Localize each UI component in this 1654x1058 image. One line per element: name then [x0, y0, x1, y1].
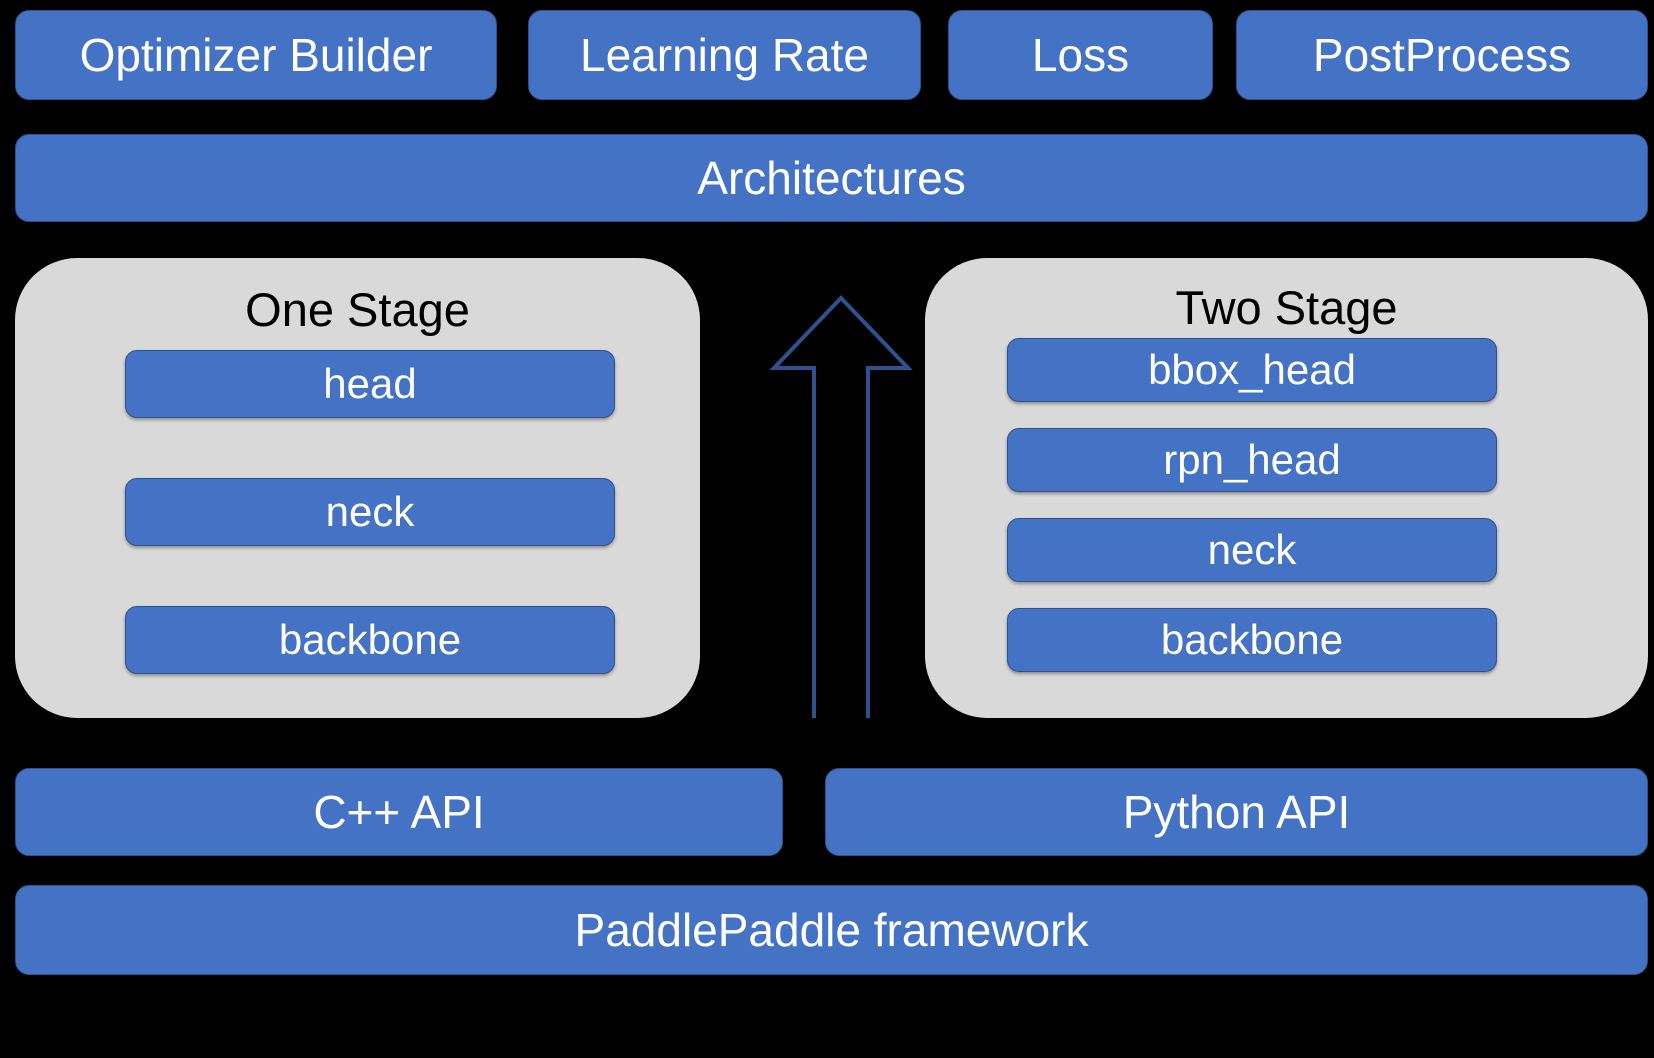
- block-architectures[interactable]: Architectures: [15, 134, 1648, 222]
- module-label: bbox_head: [1148, 346, 1356, 393]
- block-cpp-api[interactable]: C++ API: [15, 768, 783, 856]
- module-label: backbone: [278, 616, 462, 663]
- module-neck[interactable]: neck: [1007, 518, 1497, 582]
- block-loss[interactable]: Loss: [948, 10, 1213, 100]
- panel-one-stage: One Stage head neck backbone: [15, 258, 700, 718]
- panel-title-one-stage: One Stage: [245, 283, 470, 336]
- module-label: backbone: [1160, 616, 1344, 663]
- block-label: Learning Rate: [580, 29, 869, 81]
- block-optimizer-builder[interactable]: Optimizer Builder: [15, 10, 497, 100]
- block-label: Loss: [1031, 29, 1130, 81]
- block-label: Optimizer Builder: [79, 29, 433, 81]
- module-label: head: [323, 360, 417, 407]
- block-label: Architectures: [697, 152, 966, 204]
- block-label: C++ API: [313, 786, 485, 838]
- module-head[interactable]: head: [125, 350, 615, 418]
- block-postprocess[interactable]: PostProcess: [1236, 10, 1648, 100]
- block-learning-rate[interactable]: Learning Rate: [528, 10, 921, 100]
- module-rpn-head[interactable]: rpn_head: [1007, 428, 1497, 492]
- panel-two-stage: Two Stage bbox_head rpn_head neck backbo…: [925, 258, 1648, 718]
- block-paddlepaddle-framework[interactable]: PaddlePaddle framework: [15, 885, 1648, 975]
- module-backbone[interactable]: backbone: [1007, 608, 1497, 672]
- block-label: Python API: [1122, 786, 1351, 838]
- up-arrow-icon: [769, 295, 913, 718]
- module-label: neck: [1207, 526, 1297, 573]
- module-bbox-head[interactable]: bbox_head: [1007, 338, 1497, 402]
- block-label: PostProcess: [1312, 29, 1572, 81]
- module-label: neck: [325, 488, 415, 535]
- module-neck[interactable]: neck: [125, 478, 615, 546]
- panel-title-two-stage: Two Stage: [1175, 281, 1398, 334]
- block-label: PaddlePaddle framework: [574, 904, 1089, 956]
- block-python-api[interactable]: Python API: [825, 768, 1648, 856]
- module-backbone[interactable]: backbone: [125, 606, 615, 674]
- module-label: rpn_head: [1163, 436, 1341, 483]
